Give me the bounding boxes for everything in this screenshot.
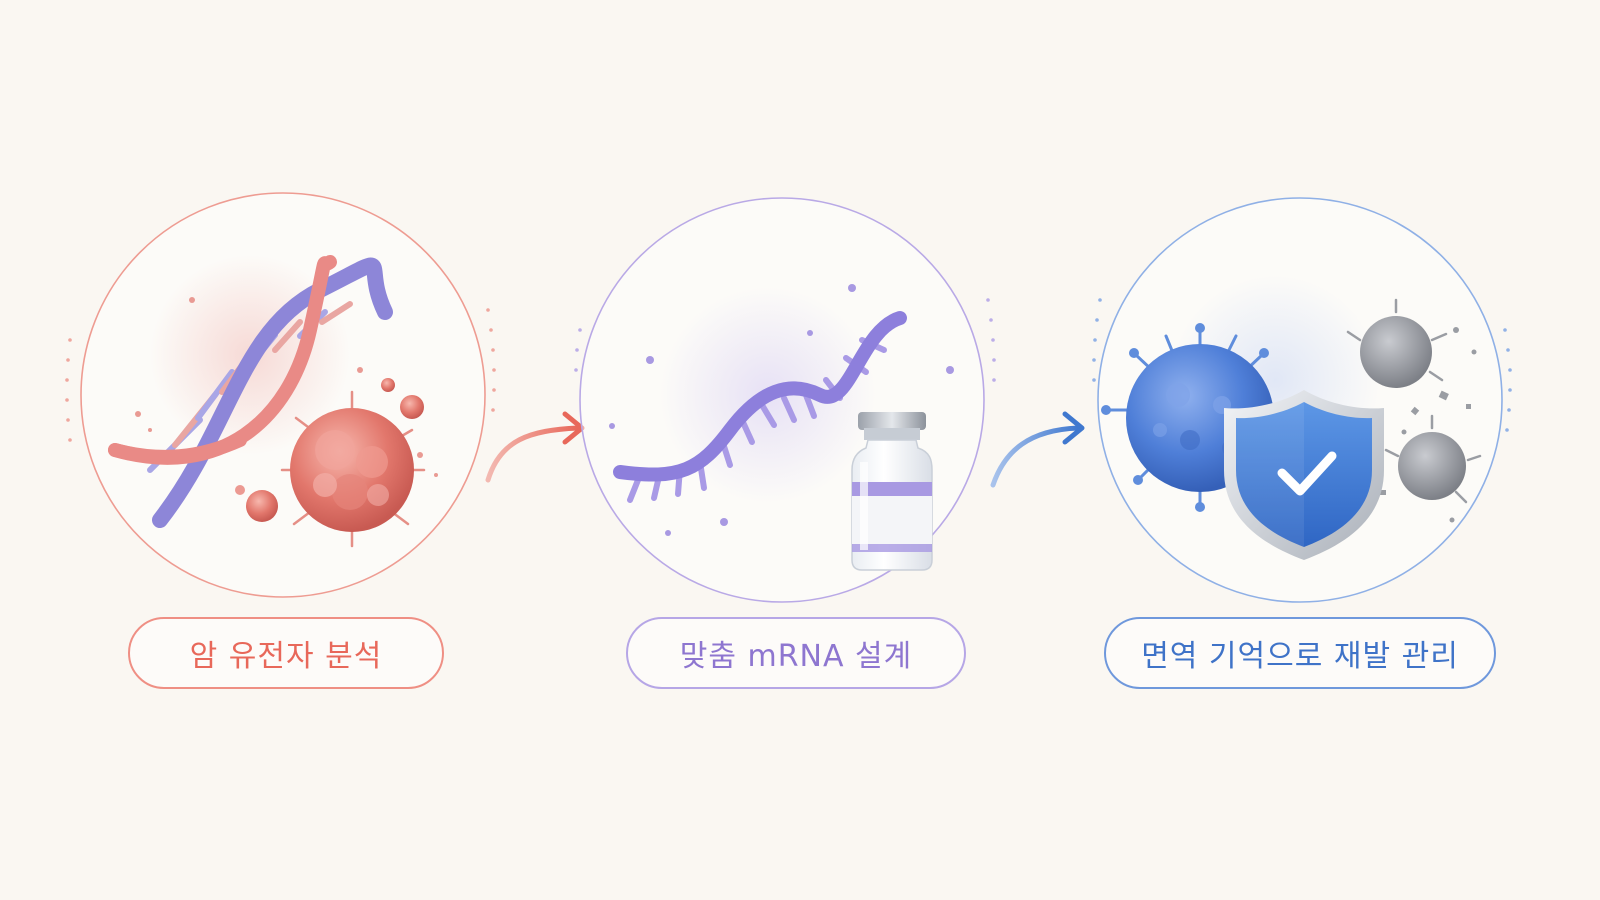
dna-double-helix-icon (108, 255, 393, 528)
vaccine-vial-icon (851, 412, 933, 571)
step-3-label: 면역 기억으로 재발 관리 (1104, 617, 1496, 689)
shield-check-icon (1224, 390, 1384, 560)
destroyed-virus-icon (1346, 298, 1482, 523)
step-2-label: 맞춤 mRNA 설계 (626, 617, 966, 689)
step-2-dotted-arc (574, 298, 996, 382)
step-2 (574, 197, 996, 603)
arrow-right-icon (990, 411, 1085, 488)
step-1 (65, 192, 496, 598)
step-3 (1092, 197, 1512, 603)
step-1-dotted-arc (65, 308, 496, 442)
particles-left (135, 297, 438, 477)
arrow-right-icon (485, 411, 585, 483)
mrna-strand-icon (613, 311, 907, 503)
cancer-cell-icon (235, 378, 426, 548)
particles-middle (609, 284, 954, 536)
step-1-label: 암 유전자 분석 (128, 617, 444, 689)
step-3-dotted-arc (1092, 298, 1512, 432)
